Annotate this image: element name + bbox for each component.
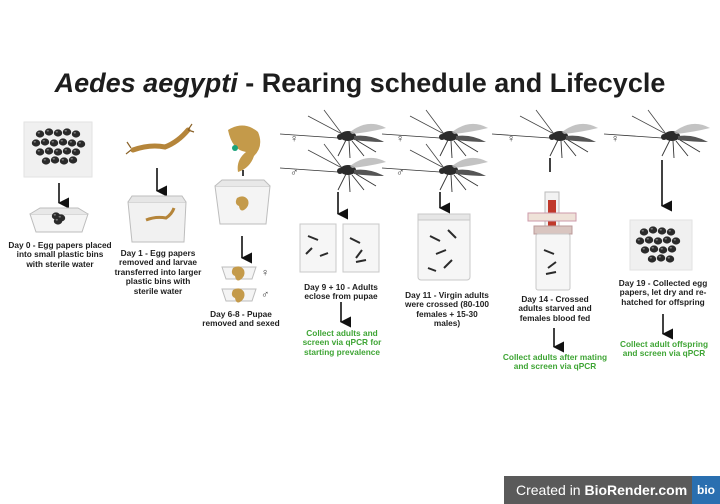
- title-rest: - Rearing schedule and Lifecycle: [237, 68, 666, 98]
- screening-day19-caption: Collect adult offspring and screen via q…: [619, 339, 709, 359]
- step-day11-caption: Day 11 - Virgin adults were crossed (80-…: [405, 290, 489, 329]
- male-symbol-day6: ♂: [261, 289, 270, 301]
- large-bin-icon: [127, 195, 187, 243]
- collected-egg-paper-image: [629, 219, 693, 271]
- female-symbol-day9: ♀: [290, 133, 299, 145]
- female-symbol-day14: ♀: [507, 133, 516, 145]
- step-day6-caption: Day 6-8 - Pupae removed and sexed: [202, 309, 280, 329]
- female-symbol-day11: ♀: [396, 133, 405, 145]
- step-day19-caption: Day 19 - Collected egg papers, let dry a…: [618, 278, 708, 307]
- blood-feeder-icon: [527, 191, 577, 291]
- female-symbol-day19: ♀: [611, 133, 620, 145]
- badge-text: Created in BioRender.com: [516, 482, 688, 498]
- screening-day14-caption: Collect adults after mating and screen v…: [502, 352, 608, 372]
- biorender-logo-icon: bio: [692, 476, 720, 504]
- step-day0-caption: Day 0 - Egg papers placed into small pla…: [8, 240, 112, 269]
- page-title: Aedes aegypti - Rearing schedule and Lif…: [0, 68, 720, 99]
- mating-cage-icon: [417, 213, 471, 281]
- pupa-image: [228, 125, 261, 172]
- step-day9-caption: Day 9 + 10 - Adults eclose from pupae: [304, 282, 378, 302]
- male-symbol-day11: ♂: [396, 167, 405, 179]
- biorender-badge[interactable]: Created in BioRender.com bio: [504, 476, 720, 504]
- egg-paper-image: [23, 121, 93, 178]
- larva-image: [125, 123, 195, 155]
- screening-day9-caption: Collect adults and screen via qPCR for s…: [302, 328, 382, 357]
- female-pupa-dish: [221, 266, 257, 281]
- male-pupa-dish: [221, 288, 257, 303]
- female-mosquito-day19: [603, 109, 711, 159]
- title-species: Aedes aegypti: [54, 68, 238, 98]
- male-symbol-day9: ♂: [290, 167, 299, 179]
- eclosion-cups-icon: [299, 223, 380, 273]
- small-bin-icon: [29, 207, 89, 233]
- female-symbol-day6: ♀: [261, 267, 270, 279]
- step-day1-caption: Day 1 - Egg papers removed and larvae tr…: [114, 248, 202, 296]
- step-day14-caption: Day 14 - Crossed adults starved and fema…: [518, 294, 592, 323]
- pupa-bin-icon: [214, 179, 271, 225]
